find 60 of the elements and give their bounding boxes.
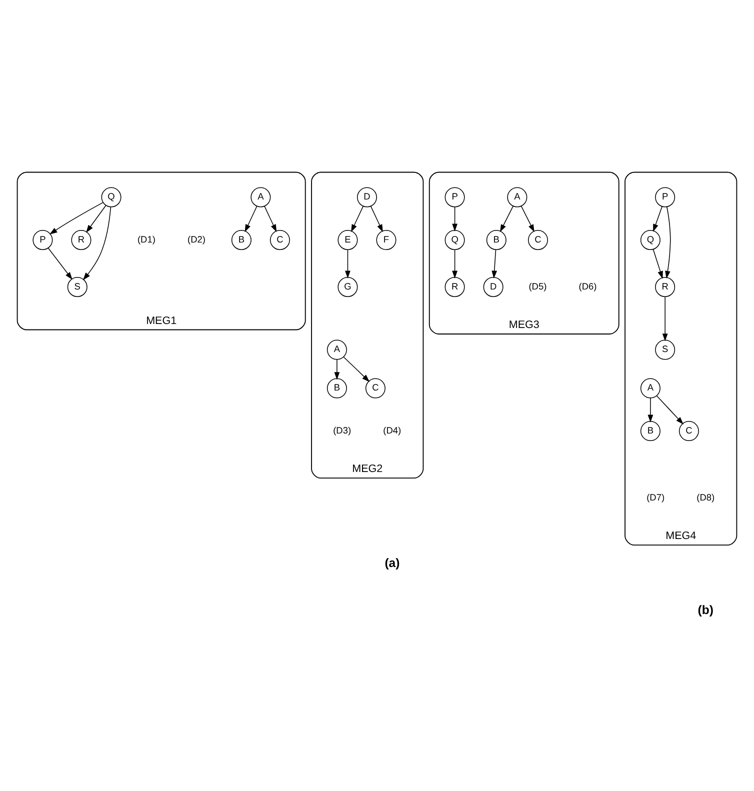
label: (D3): [333, 424, 352, 435]
arrow: [82, 206, 112, 280]
arrow: [345, 248, 350, 278]
label: (b): [698, 602, 714, 617]
arrow: [662, 296, 668, 341]
arrow: [656, 394, 684, 424]
arrow: [48, 247, 72, 280]
arrow: [86, 204, 106, 232]
node-circle: Q: [101, 186, 122, 207]
label: (D2): [188, 234, 206, 244]
arrow: [652, 248, 663, 278]
node-circle: G: [338, 276, 358, 297]
node-circle: B: [231, 230, 252, 250]
node-circle: B: [326, 378, 347, 398]
arrow: [653, 206, 662, 232]
label: (D5): [528, 280, 547, 291]
node-circle: F: [376, 230, 396, 250]
node-circle: D: [356, 186, 377, 207]
node-circle: Q: [444, 230, 465, 250]
node-circle: A: [250, 186, 271, 207]
node-circle: C: [528, 230, 548, 250]
node-circle: P: [32, 230, 53, 250]
node-circle: S: [67, 276, 88, 297]
node-circle: B: [640, 420, 660, 441]
label: (D8): [696, 492, 715, 502]
label: (D1): [137, 234, 156, 244]
arrow: [334, 358, 340, 380]
label: (D4): [383, 424, 402, 435]
node-circle: C: [270, 230, 290, 250]
arrow: [50, 202, 104, 234]
node-circle: E: [338, 230, 358, 250]
arrow: [665, 206, 671, 278]
node-circle: Q: [640, 230, 660, 250]
node-circle: A: [640, 378, 660, 398]
node-circle: R: [71, 230, 92, 250]
arrow: [520, 205, 534, 232]
node-circle: P: [655, 186, 676, 207]
arrow: [264, 205, 277, 232]
node-circle: A: [326, 339, 347, 360]
node-circle: R: [444, 276, 465, 297]
node-circle: C: [365, 378, 386, 398]
node-circle: D: [483, 276, 504, 297]
arrow: [452, 248, 458, 278]
node-circle: S: [655, 339, 676, 360]
label: (a): [384, 556, 400, 570]
arrow: [244, 205, 258, 232]
arrow: [370, 205, 383, 232]
arrow: [492, 248, 498, 278]
arrow: [343, 356, 370, 382]
node-circle: R: [655, 276, 676, 297]
node-circle: B: [486, 230, 506, 250]
arrow: [351, 205, 364, 232]
label: (D7): [646, 492, 665, 502]
arrow: [648, 397, 654, 422]
label: (D6): [578, 280, 597, 291]
node-circle: P: [444, 186, 465, 207]
node-circle: C: [678, 420, 699, 441]
arrow: [452, 206, 458, 231]
arrow: [500, 205, 514, 232]
node-circle: A: [507, 186, 528, 207]
